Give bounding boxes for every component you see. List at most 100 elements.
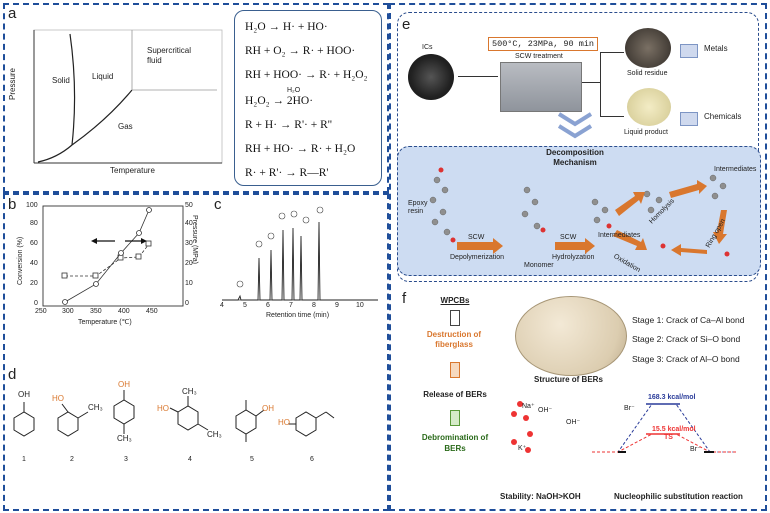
compound-2-ho: HO — [52, 394, 64, 403]
scw-equipment-image — [500, 62, 582, 112]
compound-label-2: 2 — [70, 456, 74, 463]
liquid-product-image — [627, 88, 671, 126]
chart-b-ytick-1: 20 — [30, 280, 38, 287]
frame-top-left — [3, 3, 389, 193]
f-energy1: 168.3 kcal/mol — [648, 394, 696, 401]
chart-b-xtick-1: 300 — [62, 308, 74, 315]
solid-liquid-curve — [69, 33, 76, 146]
phase-solid: Solid — [52, 76, 70, 85]
chemicals-label: Chemicals — [704, 112, 742, 121]
f-oh-1: OH⁻ — [538, 407, 553, 414]
chart-b-ytick-r0: 0 — [185, 300, 189, 307]
f-energy2: 15.5 kcal/mol — [652, 426, 696, 433]
reaction-4-over: H₂O — [287, 87, 301, 94]
chrom-xtick-3: 7 — [289, 302, 293, 309]
compound-3-oh: OH — [118, 380, 130, 389]
mech-scw2: SCW — [560, 234, 577, 241]
panel-label-a: a — [8, 5, 17, 22]
chrom-xtick-0: 4 — [220, 302, 224, 309]
reaction-7: R· + R'· → R—R' — [245, 167, 329, 179]
chart-b-ytick-r5: 50 — [185, 202, 193, 209]
f-stage-2: Stage 2: Crack of Si–O bond — [632, 334, 741, 344]
solid-residue-label: Solid residue — [627, 70, 668, 77]
chart-b-xtick-2: 350 — [90, 308, 102, 315]
f-br-1: Br⁻ — [624, 405, 635, 412]
compound-4-ch3b: CH₃ — [207, 430, 222, 439]
chart-b-ylabel-left: Conversion (%) — [17, 236, 24, 285]
reaction-5: R + H· → R'· + R'' — [245, 119, 332, 131]
arrow-branch-bottom — [600, 116, 624, 117]
f-arrow-3 — [450, 410, 460, 426]
panel-e-box — [397, 12, 759, 282]
mech-epoxy: Epoxy resin — [408, 200, 428, 215]
liquid-gas-curve — [71, 89, 133, 146]
phase-x-label: Temperature — [110, 166, 155, 175]
phase-y-label: Pressure — [8, 67, 17, 100]
solid-residue-image — [625, 28, 671, 68]
chart-b-ytick-3: 60 — [30, 240, 38, 247]
chart-b-xtick-4: 450 — [146, 308, 158, 315]
f-debrom: Debromination of BERs — [421, 433, 489, 453]
mech-scw1: SCW — [468, 234, 485, 241]
ber-structure: Structure of BERs — [534, 375, 603, 384]
phase-gas: Gas — [118, 122, 133, 131]
arrow-to-metals — [680, 44, 698, 58]
chart-b-xlabel: Temperature (℃) — [78, 319, 132, 326]
phase-liquid: Liquid — [92, 72, 114, 81]
compound-4-ch3: CH₃ — [182, 387, 197, 396]
down-chevrons — [557, 112, 593, 139]
mech-monomer: Monomer — [524, 262, 554, 269]
chart-b-xtick-0: 250 — [35, 308, 47, 315]
frame-right — [389, 3, 767, 511]
compound-3-ch3: CH₃ — [117, 434, 132, 443]
ics-image — [408, 54, 454, 100]
frame-bottom-left — [3, 193, 389, 511]
f-stability: Stability: NaOH>KOH — [500, 492, 581, 501]
arrow-to-chemicals — [680, 112, 698, 126]
compound-1-oh: OH — [18, 390, 30, 399]
chrom-xtick-4: 8 — [312, 302, 316, 309]
panel-label-f: f — [402, 290, 407, 307]
mech-inter2: Intermediates — [714, 166, 757, 173]
chart-b-ytick-4: 80 — [30, 220, 38, 227]
compound-label-6: 6 — [310, 456, 314, 463]
compound-label-4: 4 — [188, 456, 192, 463]
conditions-box: 500°C, 23MPa, 90 min — [488, 37, 599, 51]
chromatogram — [222, 206, 378, 301]
arrow-ics-to-treatment — [458, 76, 498, 77]
f-destruction: Destruction of fiberglass — [426, 330, 482, 349]
compound-label-1: 1 — [22, 456, 26, 463]
sublimation-curve — [37, 144, 73, 163]
mechanism-molecules — [429, 167, 730, 257]
reaction-1: H₂O → H· + HO· — [245, 21, 328, 33]
mech-depoly: Depolymerization — [450, 254, 505, 261]
chrom-xtick-2: 6 — [266, 302, 270, 309]
liquid-product-label: Liquid product — [624, 129, 668, 136]
reactions-box: H₂O → H· + HO· RH + O₂ → R· + HOO· RH + … — [234, 10, 382, 186]
metals-label: Metals — [704, 44, 728, 53]
compound-label-5: 5 — [250, 456, 254, 463]
mechanism-box — [397, 146, 761, 276]
panel-label-e: e — [402, 16, 411, 33]
panel-label-c: c — [214, 196, 222, 213]
chart-b-ytick-r1: 10 — [185, 280, 193, 287]
reaction-4: H₂O₂ → 2HO· — [245, 95, 314, 107]
mech-inter1: Intermediates — [598, 232, 641, 239]
f-k: K⁺ — [518, 445, 527, 452]
f-release: Release of BERs — [423, 390, 487, 399]
chrom-xlabel: Retention time (min) — [266, 312, 330, 319]
compound-2-ch3: CH₃ — [88, 403, 103, 412]
f-oh-2: OH⁻ — [566, 419, 581, 426]
compound-4-ho: HO — [157, 404, 169, 413]
arrow-treatment-branch — [582, 82, 600, 83]
reaction-3: RH + HOO· → R· + H₂O₂ — [245, 69, 368, 81]
chrom-trace — [222, 221, 378, 301]
compound-5-oh: OH — [262, 404, 274, 413]
f-stage-3: Stage 3: Crack of Al–O bond — [632, 354, 740, 364]
chart-b-ytick-5: 100 — [26, 202, 38, 209]
chrom-xtick-1: 5 — [243, 302, 247, 309]
treatment-label: SCW treatment — [515, 53, 563, 60]
chart-b-ytick-r4: 40 — [185, 220, 193, 227]
compound-label-3: 3 — [124, 456, 128, 463]
chart-b-ytick-r3: 30 — [185, 240, 193, 247]
